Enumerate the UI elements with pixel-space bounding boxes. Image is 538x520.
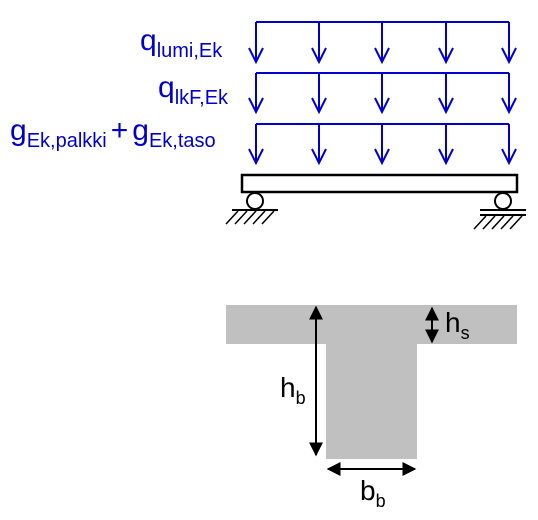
t-section-flange xyxy=(226,305,517,344)
load-arrow xyxy=(248,22,264,65)
load-arrow xyxy=(501,124,517,166)
load-arrow xyxy=(374,73,390,115)
load-arrow xyxy=(311,124,327,166)
load-label-self-weight: gEk,palkki+gEk,taso xyxy=(10,114,216,152)
load-arrow xyxy=(501,22,517,65)
load-arrow xyxy=(438,124,454,166)
distributed-load-self-weight xyxy=(248,123,517,166)
load-arrow xyxy=(501,73,517,115)
t-section xyxy=(226,305,517,459)
load-arrow xyxy=(374,124,390,166)
left-support xyxy=(225,192,278,225)
load-label-live: qlkF,Ek xyxy=(158,71,229,109)
load-arrow xyxy=(248,73,264,115)
load-arrow xyxy=(311,73,327,115)
right-support xyxy=(473,192,526,230)
beam xyxy=(240,173,519,194)
load-arrow xyxy=(438,22,454,65)
load-arrow xyxy=(438,73,454,115)
distributed-load-snow xyxy=(248,21,517,65)
load-arrow xyxy=(248,124,264,166)
bb-label: bb xyxy=(360,475,386,511)
load-arrow xyxy=(311,22,327,65)
load-arrow xyxy=(374,22,390,65)
hs-label: hs xyxy=(445,307,470,343)
t-section-web xyxy=(326,343,417,459)
hb-label: hb xyxy=(280,372,306,408)
load-label-snow: qlumi,Ek xyxy=(140,24,223,62)
distributed-load-live xyxy=(248,72,517,115)
